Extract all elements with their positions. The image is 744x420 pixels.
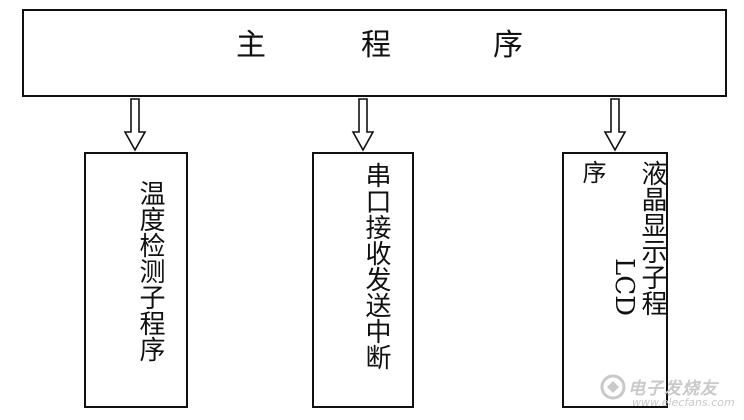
arrow-to-temperature	[123, 98, 147, 152]
watermark: 电子发烧友 www.elecfans.com	[598, 372, 740, 412]
main-title-char-2: 程	[361, 28, 391, 63]
lcd-display-box: LCD液晶显示子程 序	[562, 152, 668, 408]
watermark-url: www.elecfans.com	[632, 396, 735, 409]
temperature-detect-label: 温度检测子程序	[135, 180, 165, 362]
main-title-char-1: 主	[236, 28, 266, 63]
main-program-box: 主 程 序	[22, 9, 727, 97]
arrow-to-serial	[351, 98, 375, 152]
lcd-chinese-label: 液晶显示子程	[637, 160, 667, 316]
serial-interrupt-label: 串口接收发送中断	[361, 162, 391, 370]
lcd-latin-label: LCD	[609, 257, 639, 316]
temperature-detect-box: 温度检测子程序	[84, 152, 188, 408]
serial-interrupt-box: 串口接收发送中断	[312, 152, 414, 408]
lcd-label-column: LCD液晶显示子程	[609, 160, 667, 322]
lcd-wrapped-label: 序	[578, 160, 606, 184]
watermark-brand: 电子发烧友	[628, 379, 718, 399]
main-title-char-3: 序	[493, 28, 523, 63]
arrow-to-lcd	[603, 98, 627, 152]
watermark-logo-icon	[600, 374, 626, 400]
